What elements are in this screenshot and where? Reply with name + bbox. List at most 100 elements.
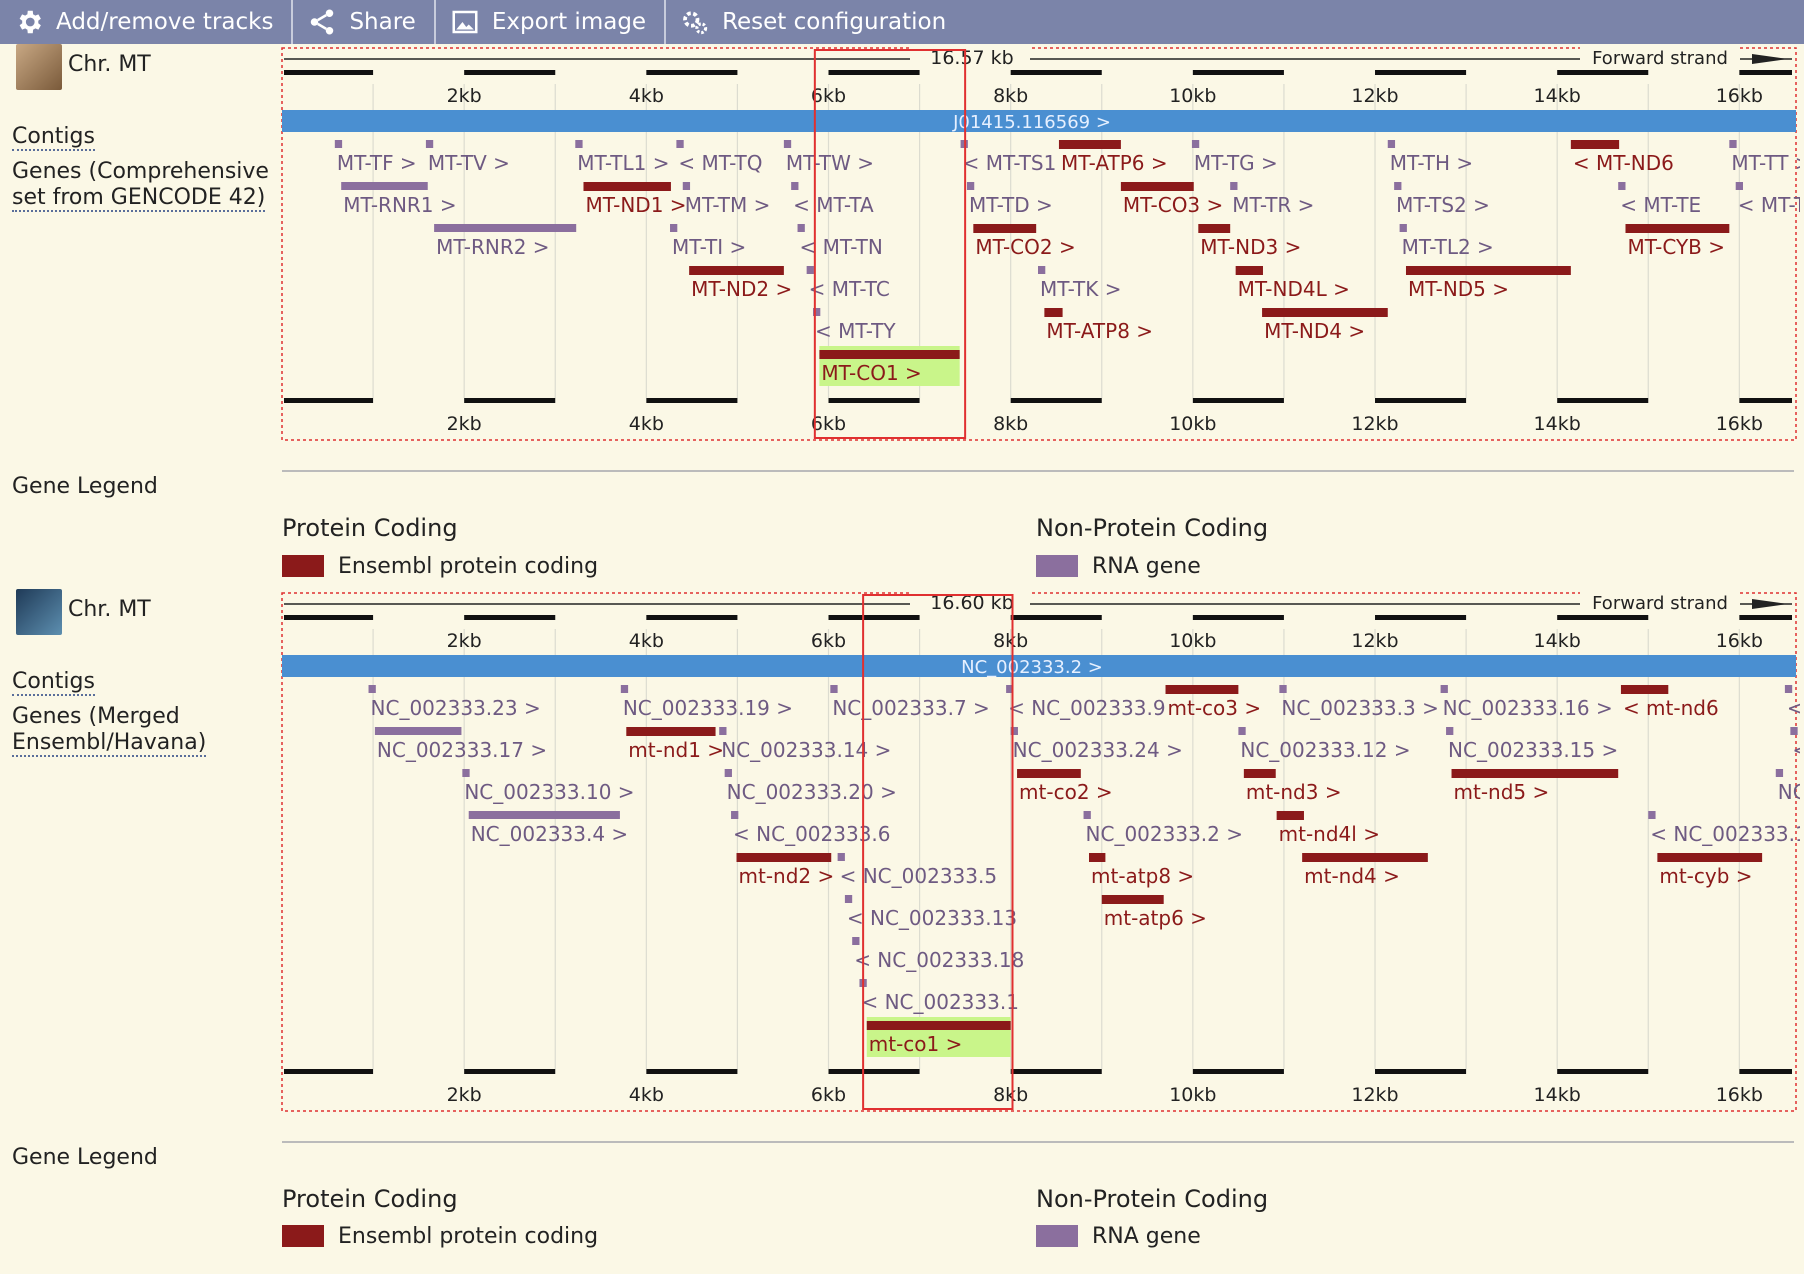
gene-block[interactable] bbox=[1775, 769, 1784, 777]
gene-block[interactable] bbox=[1262, 308, 1388, 317]
gene-label[interactable]: MT-CO2 > bbox=[975, 235, 1075, 259]
gene-label[interactable]: NC_002333.12 > bbox=[1240, 738, 1410, 762]
add-remove-tracks-button[interactable]: Add/remove tracks bbox=[0, 0, 294, 44]
gene-block[interactable] bbox=[575, 140, 583, 148]
gene-block[interactable] bbox=[682, 182, 691, 190]
gene-label[interactable]: MT-TK > bbox=[1040, 277, 1121, 301]
genes-track-label[interactable]: Genes (Comprehensive set from GENCODE 42… bbox=[12, 159, 269, 212]
gene-label[interactable]: MT-TL2 > bbox=[1402, 235, 1494, 259]
gene-label[interactable]: < MT-TA bbox=[793, 193, 874, 217]
share-button[interactable]: Share bbox=[293, 0, 436, 44]
gene-block[interactable] bbox=[1784, 685, 1793, 693]
gene-block[interactable] bbox=[583, 182, 671, 191]
gene-label[interactable]: mt-co3 > bbox=[1168, 696, 1262, 720]
gene-block[interactable] bbox=[830, 685, 838, 693]
gene-block[interactable] bbox=[783, 140, 792, 148]
gene-block[interactable] bbox=[806, 266, 814, 274]
reset-configuration-button[interactable]: Reset configuration bbox=[666, 0, 964, 44]
gene-label[interactable]: NC_002333.16 > bbox=[1443, 696, 1613, 720]
gene-block[interactable] bbox=[1017, 769, 1081, 778]
gene-block[interactable] bbox=[462, 769, 470, 777]
gene-label[interactable]: mt-nd4 > bbox=[1304, 864, 1400, 888]
gene-block[interactable] bbox=[1648, 811, 1656, 819]
gene-label[interactable]: NC_002333.7 > bbox=[832, 696, 989, 720]
gene-block[interactable] bbox=[1083, 811, 1091, 819]
gene-block[interactable] bbox=[1625, 224, 1730, 233]
gene-label[interactable]: MT-CYB > bbox=[1627, 235, 1725, 259]
gene-block[interactable] bbox=[1620, 685, 1669, 694]
gene-block[interactable] bbox=[1735, 182, 1743, 190]
gene-label[interactable]: mt-nd3 > bbox=[1246, 780, 1342, 804]
gene-block[interactable] bbox=[736, 853, 832, 862]
gene-block[interactable] bbox=[1010, 727, 1018, 735]
gene-label[interactable]: MT-TW > bbox=[786, 151, 874, 175]
gene-label[interactable]: MT-ATP8 > bbox=[1046, 319, 1153, 343]
gene-label[interactable]: NC_002333.15 > bbox=[1448, 738, 1618, 762]
gene-label[interactable]: mt-co2 > bbox=[1019, 780, 1113, 804]
gene-label[interactable]: < MT-TS1 bbox=[963, 151, 1057, 175]
gene-label[interactable]: MT-TH > bbox=[1390, 151, 1473, 175]
gene-label[interactable]: MT-TR > bbox=[1232, 193, 1314, 217]
gene-block[interactable] bbox=[1191, 140, 1200, 148]
gene-label[interactable]: MT-TL1 > bbox=[577, 151, 669, 175]
gene-block[interactable] bbox=[1302, 853, 1428, 862]
gene-block[interactable] bbox=[813, 308, 821, 316]
gene-label[interactable]: MT-TV > bbox=[428, 151, 510, 175]
gene-block[interactable] bbox=[866, 1021, 1011, 1030]
gene-label[interactable]: < MT-ND6 bbox=[1573, 151, 1674, 175]
gene-block[interactable] bbox=[719, 727, 727, 735]
gene-block[interactable] bbox=[1394, 182, 1402, 190]
gene-block[interactable] bbox=[1230, 182, 1238, 190]
gene-label[interactable]: NC_002333.24 > bbox=[1013, 738, 1183, 762]
gene-block[interactable] bbox=[1120, 182, 1194, 191]
gene-label[interactable]: < NC_002333.1 bbox=[861, 990, 1018, 1014]
gene-label[interactable]: NC_002333.17 > bbox=[377, 738, 547, 762]
gene-block[interactable] bbox=[1399, 224, 1407, 232]
gene-label[interactable]: mt-atp6 > bbox=[1104, 906, 1207, 930]
gene-block[interactable] bbox=[973, 224, 1037, 233]
export-image-button[interactable]: Export image bbox=[436, 0, 667, 44]
gene-label[interactable]: < NC_002333.22 bbox=[1792, 738, 1800, 762]
gene-block[interactable] bbox=[1657, 853, 1763, 862]
gene-label[interactable]: MT-CO1 > bbox=[821, 361, 921, 385]
gene-label[interactable]: NC_002333.23 > bbox=[371, 696, 541, 720]
gene-label[interactable]: < MT-TC bbox=[809, 277, 890, 301]
gene-block[interactable] bbox=[1006, 685, 1014, 693]
gene-label[interactable]: MT-ND4L > bbox=[1238, 277, 1350, 301]
gene-block[interactable] bbox=[1058, 140, 1121, 149]
gene-block[interactable] bbox=[670, 224, 678, 232]
gene-label[interactable]: mt-atp8 > bbox=[1091, 864, 1194, 888]
gene-label[interactable]: NC_002333.13 > bbox=[1778, 780, 1800, 804]
gene-label[interactable]: mt-nd1 > bbox=[628, 738, 724, 762]
gene-label[interactable]: MT-CO3 > bbox=[1123, 193, 1223, 217]
gene-label[interactable]: MT-ND5 > bbox=[1408, 277, 1509, 301]
gene-label[interactable]: MT-TS2 > bbox=[1396, 193, 1490, 217]
gene-label[interactable]: < MT-TP bbox=[1738, 193, 1800, 217]
gene-label[interactable]: NC_002333.14 > bbox=[721, 738, 891, 762]
gene-label[interactable]: MT-ND3 > bbox=[1200, 235, 1301, 259]
gene-block[interactable] bbox=[374, 727, 462, 735]
gene-block[interactable] bbox=[1044, 308, 1063, 317]
gene-label[interactable]: MT-RNR1 > bbox=[343, 193, 456, 217]
gene-block[interactable] bbox=[1729, 140, 1737, 148]
gene-label[interactable]: MT-TM > bbox=[685, 193, 771, 217]
gene-label[interactable]: < NC_002333.11 bbox=[1650, 822, 1800, 846]
gene-label[interactable]: < NC_002333.5 bbox=[840, 864, 997, 888]
gene-block[interactable] bbox=[837, 853, 845, 861]
gene-block[interactable] bbox=[844, 895, 853, 903]
gene-label[interactable]: < MT-TE bbox=[1620, 193, 1701, 217]
gene-label[interactable]: < NC_002333.21 bbox=[1787, 696, 1800, 720]
gene-block[interactable] bbox=[791, 182, 799, 190]
gene-label[interactable]: MT-ND4 > bbox=[1264, 319, 1365, 343]
gene-block[interactable] bbox=[1238, 727, 1246, 735]
gene-block[interactable] bbox=[626, 727, 716, 736]
contigs-track-label[interactable]: Contigs bbox=[12, 124, 95, 151]
gene-label[interactable]: MT-ND1 > bbox=[585, 193, 686, 217]
gene-label[interactable]: < MT-TY bbox=[815, 319, 896, 343]
gene-block[interactable] bbox=[724, 769, 732, 777]
gene-block[interactable] bbox=[425, 140, 434, 148]
gene-label[interactable]: NC_002333.10 > bbox=[464, 780, 634, 804]
gene-block[interactable] bbox=[1451, 769, 1619, 778]
